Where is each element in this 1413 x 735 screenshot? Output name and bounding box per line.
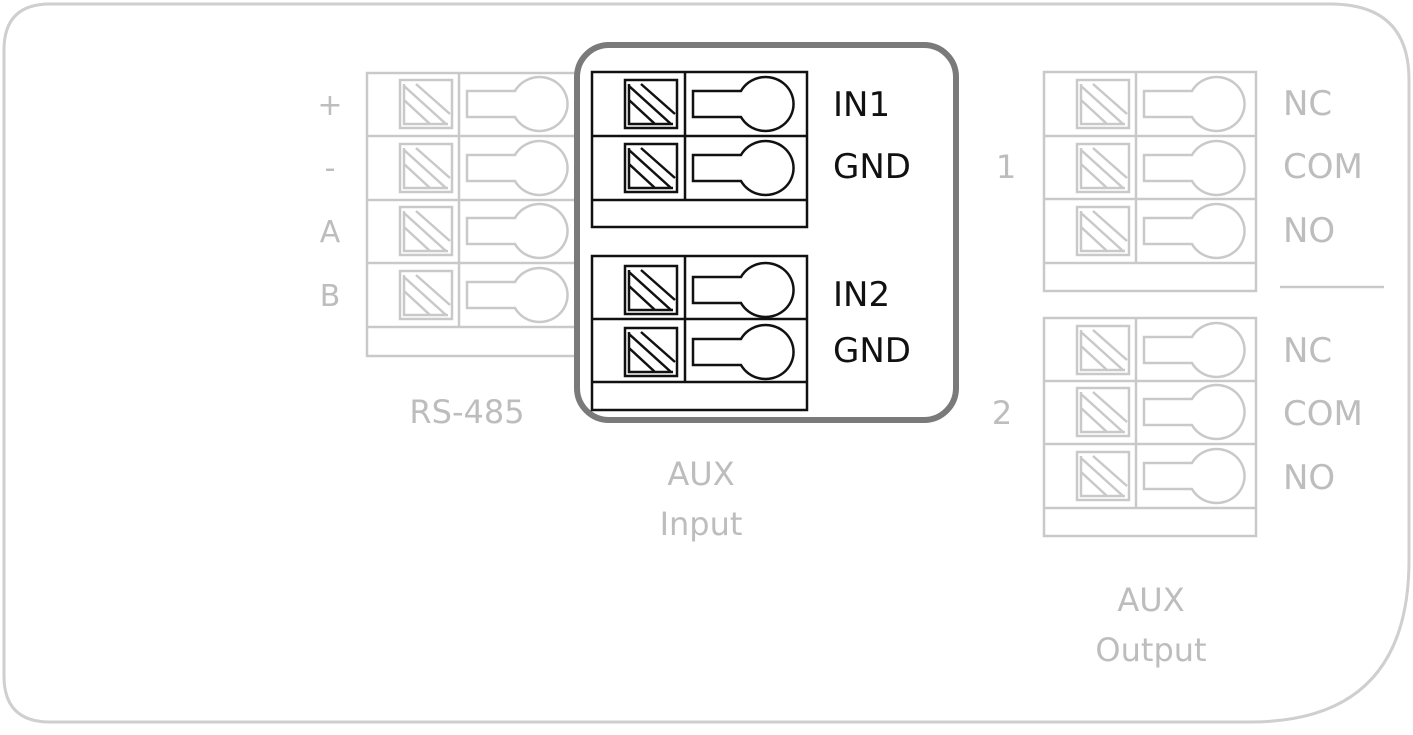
- wire-clamp: [1142, 383, 1246, 441]
- screw-hatch: [1079, 455, 1128, 498]
- rs485-terminal: [398, 75, 569, 133]
- screw-square: [1075, 205, 1131, 257]
- screw-square: [398, 78, 454, 130]
- screw-hatch: [402, 274, 451, 317]
- screw-square: [1075, 386, 1131, 438]
- terminal-screws-and-clamps: [398, 75, 1246, 505]
- wire-clamp: [465, 202, 569, 260]
- rs485-terminal-block: [365, 71, 579, 358]
- screw-square: [398, 269, 454, 321]
- wire-clamp: [691, 75, 795, 133]
- aux-output-terminal-block-1: [1042, 70, 1258, 293]
- aux-input-pin-label: GND: [833, 331, 911, 371]
- aux-output-terminal: [1075, 321, 1246, 379]
- aux-output-pin-label: NC: [1283, 84, 1332, 124]
- aux-output-caption-line1: AUX: [1117, 581, 1184, 619]
- rs485-terminal: [398, 266, 569, 324]
- wire-clamp: [1142, 75, 1246, 133]
- aux-input-caption-line1: AUX: [667, 455, 734, 493]
- aux-input-terminal: [623, 261, 795, 319]
- aux-input-terminal: [623, 323, 795, 381]
- screw-square: [623, 78, 679, 130]
- wire-clamp: [465, 139, 569, 197]
- screw-hatch: [402, 83, 451, 126]
- screw-hatch: [627, 269, 676, 312]
- aux-input-caption-line2: Input: [660, 505, 743, 543]
- wire-clamp: [1142, 139, 1246, 197]
- aux-output-pin-label: NC: [1283, 331, 1332, 371]
- aux-output-pin-label: NO: [1283, 211, 1335, 251]
- screw-hatch: [402, 210, 451, 253]
- aux-input-pin-label: IN2: [833, 275, 890, 315]
- aux-output-pin-label: NO: [1283, 458, 1335, 498]
- wire-clamp: [465, 75, 569, 133]
- aux-output-terminal: [1075, 75, 1246, 133]
- screw-square: [398, 205, 454, 257]
- aux-input-terminal-block-2: [590, 254, 809, 412]
- aux-output-terminal-block-2: [1042, 316, 1258, 538]
- aux-input-terminal: [623, 139, 795, 197]
- rs485-pin-label: -: [325, 151, 336, 186]
- screw-hatch: [627, 83, 676, 126]
- aux-input-pin-label: IN1: [833, 85, 890, 125]
- rs485-terminal: [398, 202, 569, 260]
- screw-hatch: [1079, 210, 1128, 253]
- board-outline: [2, 2, 1411, 724]
- screw-square: [1075, 78, 1131, 130]
- wire-clamp: [691, 323, 795, 381]
- relay-number-2: 2: [992, 394, 1012, 432]
- wire-clamp: [691, 261, 795, 319]
- wire-clamp: [1142, 447, 1246, 505]
- aux-output-pin-label: COM: [1283, 394, 1363, 434]
- aux-output-caption-line2: Output: [1095, 631, 1206, 669]
- aux-output-terminal: [1075, 202, 1246, 260]
- aux-output-terminal: [1075, 139, 1246, 197]
- screw-hatch: [402, 147, 451, 190]
- aux-output-terminal: [1075, 447, 1246, 505]
- screw-square: [1075, 142, 1131, 194]
- rs485-terminal: [398, 139, 569, 197]
- rs485-pin-label: +: [317, 88, 342, 123]
- wire-clamp: [465, 266, 569, 324]
- screw-square: [1075, 450, 1131, 502]
- screw-square: [623, 264, 679, 316]
- rs485-pin-label: A: [320, 215, 341, 250]
- wire-clamp: [691, 139, 795, 197]
- screw-hatch: [1079, 391, 1128, 434]
- screw-square: [623, 326, 679, 378]
- screw-square: [1075, 324, 1131, 376]
- aux-input-terminal-block-1: [590, 70, 809, 229]
- screw-hatch: [1079, 147, 1128, 190]
- wire-clamp: [1142, 202, 1246, 260]
- screw-hatch: [1079, 329, 1128, 372]
- rs485-pin-label: B: [320, 279, 341, 314]
- aux-input-pin-label: GND: [833, 147, 911, 187]
- aux-output-pin-label: COM: [1283, 147, 1363, 187]
- screw-hatch: [1079, 83, 1128, 126]
- screw-square: [623, 142, 679, 194]
- screw-hatch: [627, 331, 676, 374]
- aux-input-terminal: [623, 75, 795, 133]
- rs485-caption: RS-485: [409, 393, 524, 431]
- screw-square: [398, 142, 454, 194]
- relay-number-1: 1: [996, 148, 1016, 186]
- wire-clamp: [1142, 321, 1246, 379]
- aux-output-terminal: [1075, 383, 1246, 441]
- aux-input-highlight-frame: [574, 42, 959, 423]
- screw-hatch: [627, 147, 676, 190]
